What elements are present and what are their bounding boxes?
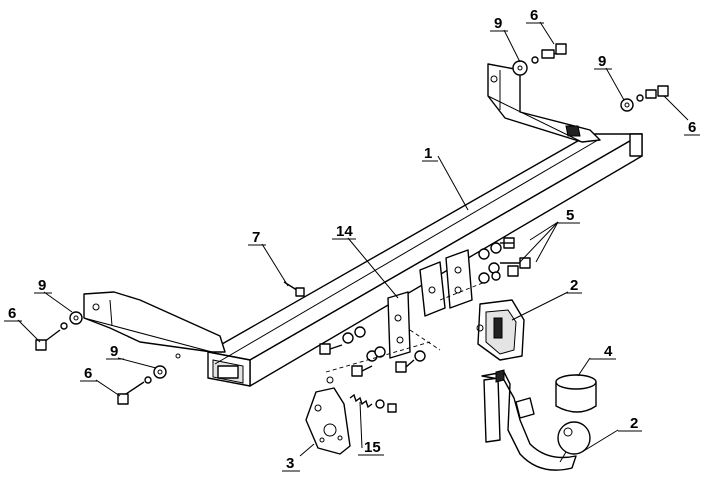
callout-6-left-lower: 6 — [84, 365, 92, 382]
callout-6-left-upper: 6 — [8, 305, 16, 322]
callout-5: 5 — [566, 207, 574, 224]
callout-6-right: 6 — [688, 119, 696, 136]
callout-9-top: 9 — [494, 15, 502, 32]
callout-9-left-lower: 9 — [110, 343, 118, 360]
callout-9-right: 9 — [598, 53, 606, 70]
callout-7: 7 — [252, 229, 260, 246]
spring-part-15 — [349, 393, 397, 413]
bolt-washer-left-upper — [35, 311, 83, 351]
callout-15: 15 — [364, 439, 381, 456]
center-mount-brackets — [387, 249, 491, 359]
tow-ball-and-cap — [555, 374, 597, 463]
callout-labels: 1 2 2 3 4 5 6 6 6 6 7 9 9 9 9 14 15 — [4, 7, 700, 472]
callout-14: 14 — [336, 223, 353, 240]
callout-4: 4 — [604, 343, 613, 360]
coupling-housing-upper — [476, 299, 525, 361]
bolt-washer-left-lower — [117, 365, 167, 405]
tow-ball-neck — [481, 369, 577, 471]
right-side-arm — [487, 63, 601, 143]
callout-6-top: 6 — [530, 7, 538, 24]
callout-3: 3 — [286, 455, 294, 472]
left-side-arm — [83, 291, 226, 359]
callout-2-housing: 2 — [570, 277, 578, 294]
callout-1: 1 — [424, 145, 432, 162]
crossbar-part — [207, 133, 643, 387]
electric-socket-plate — [305, 387, 351, 455]
callout-9-left-upper: 9 — [38, 277, 46, 294]
bolt-washer-top — [512, 43, 567, 76]
bolt-washer-right — [620, 85, 669, 112]
bolt-set-right — [478, 237, 531, 284]
callout-2-neck: 2 — [630, 415, 638, 432]
bolt-set-center — [319, 326, 431, 384]
leader-lines — [17, 21, 689, 457]
